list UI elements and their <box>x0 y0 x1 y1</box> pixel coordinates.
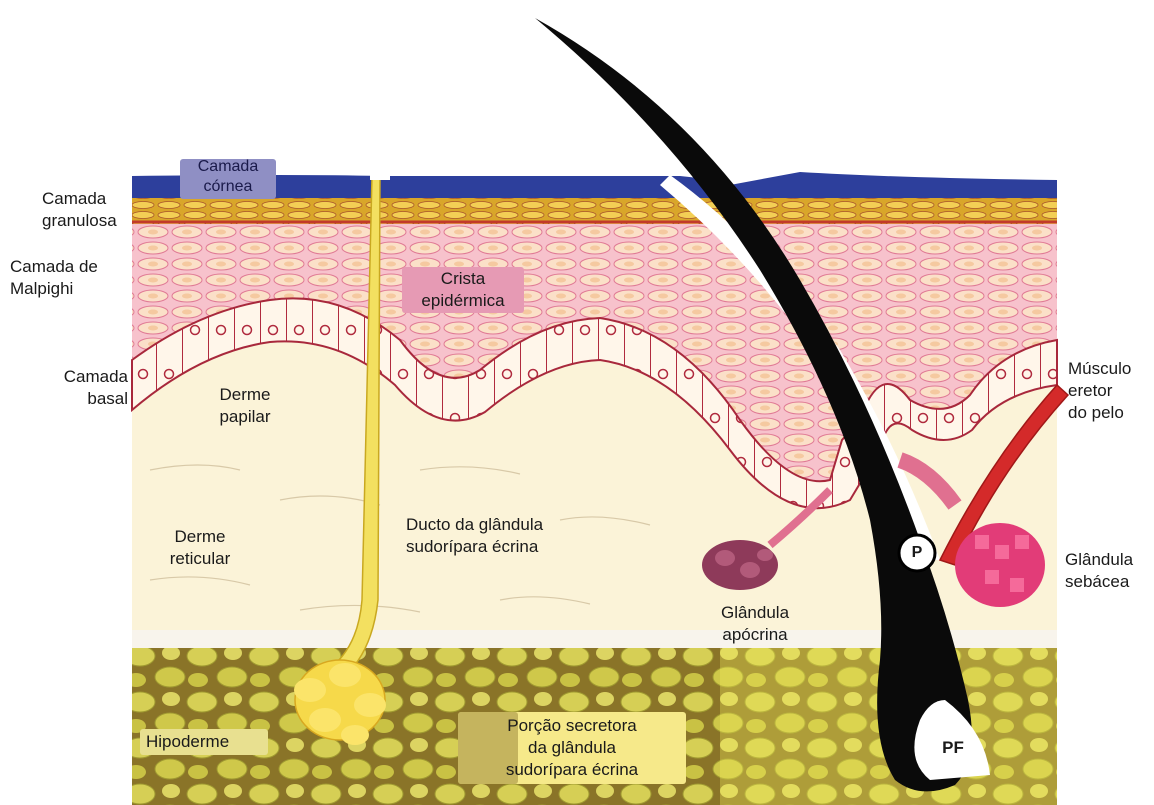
label-papila: P <box>905 542 929 564</box>
label-camada-basal: Camada basal <box>44 366 128 410</box>
label-crista-epidermica: Crista epidérmica <box>402 268 524 312</box>
label-hipoderme: Hipoderme <box>146 731 229 753</box>
label-camada-malpighi: Camada de Malpighi <box>10 256 98 300</box>
label-derme-papilar: Derme papilar <box>200 384 290 428</box>
label-papila-foliculo: PF <box>928 737 978 759</box>
label-porcao-secretora: Porção secretora da glândula sudorípara … <box>458 715 686 781</box>
sweat-duct-gap <box>370 170 390 180</box>
label-camada-granulosa: Camada granulosa <box>42 188 117 232</box>
label-derme-reticular: Derme reticular <box>150 526 250 570</box>
label-ducto-glandula: Ducto da glândula sudorípara écrina <box>406 514 543 558</box>
label-camada-cornea: Camada córnea <box>180 157 276 197</box>
label-musculo-eretor: Músculo eretor do pelo <box>1068 358 1131 424</box>
label-glandula-sebacea: Glândula sebácea <box>1065 549 1133 593</box>
label-glandula-apocrina: Glândula apócrina <box>700 602 810 646</box>
